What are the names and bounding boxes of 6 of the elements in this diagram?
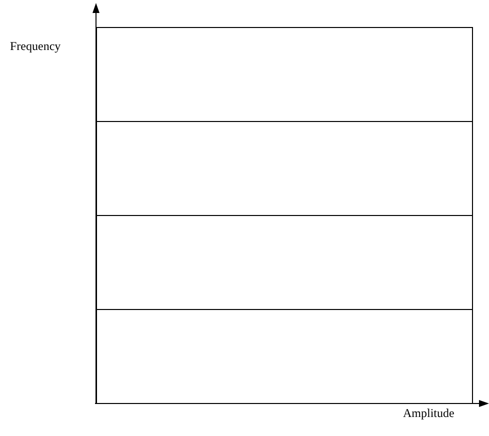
band-box bbox=[96, 309, 473, 404]
band-box bbox=[96, 215, 473, 310]
band-box bbox=[96, 121, 473, 216]
band-box bbox=[96, 27, 473, 122]
axis-label: Frequency bbox=[10, 38, 61, 55]
axis-label: Amplitude bbox=[403, 405, 454, 422]
